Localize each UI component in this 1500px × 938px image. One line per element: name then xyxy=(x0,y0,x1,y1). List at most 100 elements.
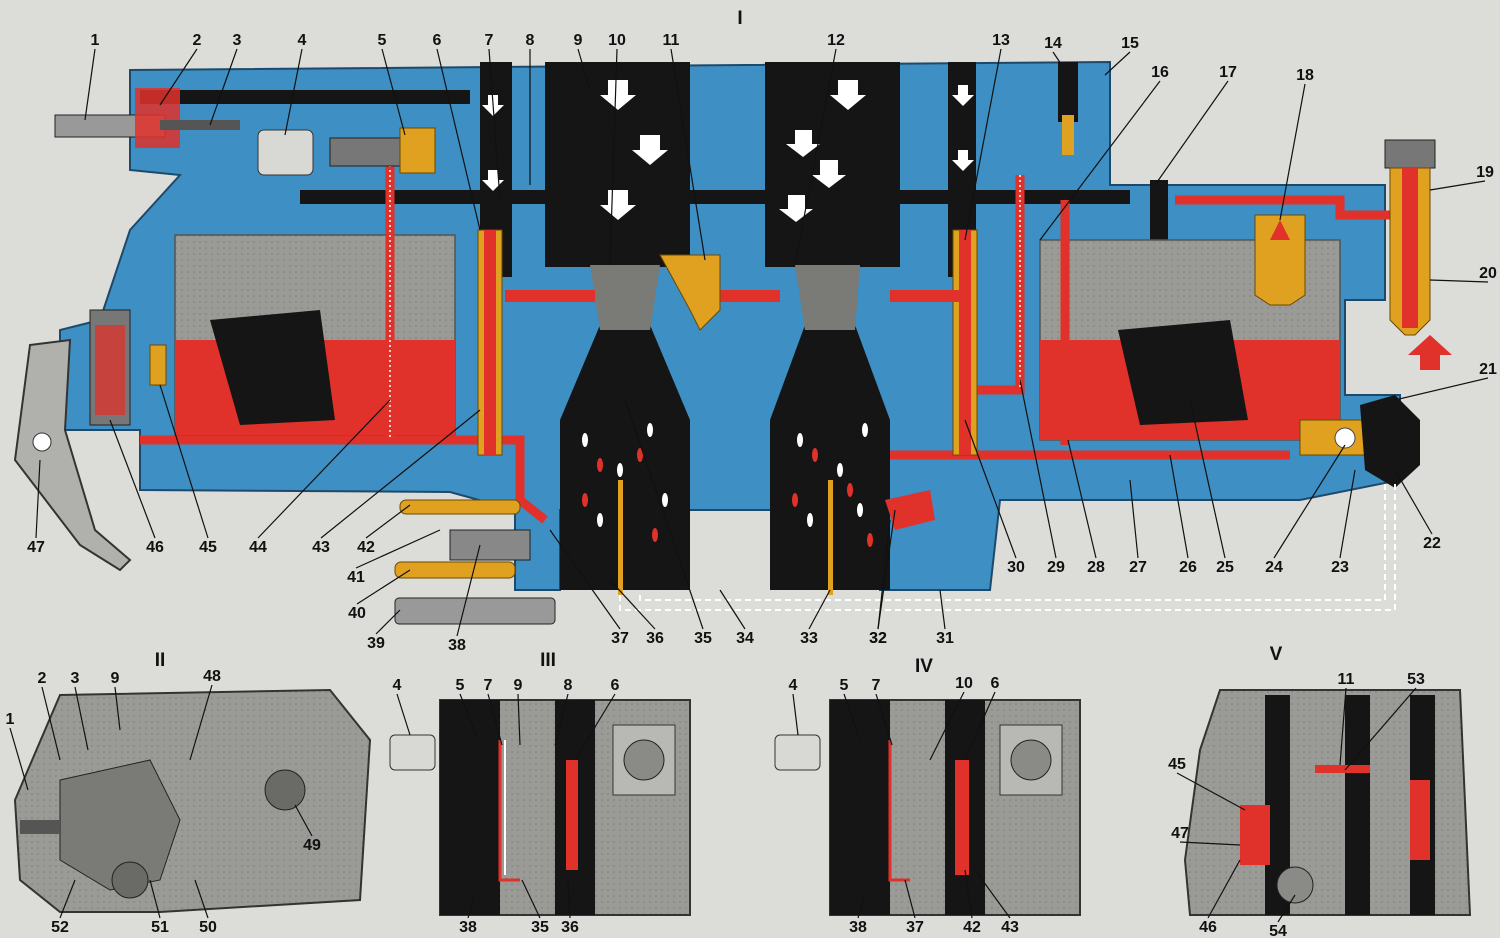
callout-label: 33 xyxy=(800,630,818,647)
leader-line xyxy=(875,693,893,746)
callout-label: 32 xyxy=(869,630,887,647)
callout-label: 13 xyxy=(992,32,1010,49)
leader-line xyxy=(436,48,481,231)
callout-label: 51 xyxy=(151,919,169,936)
leader-line xyxy=(1344,687,1417,771)
leader-line xyxy=(577,48,591,91)
leader-line xyxy=(1104,51,1131,76)
callout-label: 1 xyxy=(91,32,100,49)
leader-lines xyxy=(9,48,1489,923)
callout-label: 53 xyxy=(1407,671,1425,688)
callout-label: 11 xyxy=(663,32,680,49)
leader-line xyxy=(1176,772,1246,811)
leader-line xyxy=(877,509,896,630)
callout-label: I xyxy=(737,8,742,29)
callout-label: 10 xyxy=(608,32,626,49)
callout-label: 45 xyxy=(199,539,217,556)
leader-line xyxy=(159,48,198,106)
idle-solenoid-valve xyxy=(257,129,314,176)
leader-line xyxy=(1019,379,1057,559)
inset-II xyxy=(13,688,372,913)
callout-label: 35 xyxy=(694,630,712,647)
leader-line xyxy=(194,879,209,919)
callout-label: 21 xyxy=(1479,361,1497,378)
primary-venturi xyxy=(560,325,690,590)
leader-line xyxy=(1129,479,1139,559)
callout-label: 27 xyxy=(1129,559,1147,576)
leader-line xyxy=(149,879,161,919)
callout-label: 49 xyxy=(303,837,321,854)
leader-line xyxy=(964,419,1017,559)
callout-label: 46 xyxy=(146,539,164,556)
callout-label: 47 xyxy=(1171,825,1189,842)
accelerator-pump-lever xyxy=(13,338,132,572)
leader-line xyxy=(355,529,441,569)
callout-label: 8 xyxy=(526,32,535,49)
leader-line xyxy=(320,409,481,539)
leader-line xyxy=(1339,469,1356,559)
callout-label: IV xyxy=(915,656,933,677)
leader-line xyxy=(857,894,866,919)
callout-label: 38 xyxy=(849,919,867,936)
leader-line xyxy=(1052,51,1066,71)
leader-line xyxy=(1207,859,1241,919)
callout-label: 19 xyxy=(1476,164,1494,181)
callout-label: 9 xyxy=(574,32,583,49)
callout-label: 36 xyxy=(561,919,579,936)
callout-label: III xyxy=(540,650,556,671)
callout-label: 4 xyxy=(789,677,798,694)
callout-label: 6 xyxy=(991,675,1000,692)
callout-label: 3 xyxy=(233,32,242,49)
callout-label: II xyxy=(155,650,166,671)
leader-line xyxy=(1179,841,1241,846)
leader-line xyxy=(35,459,41,539)
leader-line xyxy=(1339,687,1347,766)
leader-line xyxy=(59,879,76,919)
leader-line xyxy=(670,48,706,261)
leader-line xyxy=(396,693,411,736)
callout-label: 46 xyxy=(1199,919,1217,936)
callout-label: 9 xyxy=(514,677,523,694)
callout-label: 47 xyxy=(27,539,45,556)
leader-line xyxy=(1169,454,1189,559)
leader-line xyxy=(794,48,837,266)
callout-label: 40 xyxy=(348,605,366,622)
callout-label: 30 xyxy=(1007,559,1025,576)
leader-line xyxy=(929,691,965,761)
leader-line xyxy=(456,544,481,637)
leader-line xyxy=(257,399,391,539)
callout-label: 7 xyxy=(872,677,881,694)
callout-label: 38 xyxy=(448,637,466,654)
callout-label: 32 xyxy=(869,630,887,647)
leader-line xyxy=(1394,377,1489,401)
callout-label: 16 xyxy=(1151,64,1169,81)
callout-label: 5 xyxy=(840,677,849,694)
callout-label: 9 xyxy=(111,670,120,687)
callout-label: 43 xyxy=(312,539,330,556)
callout-label: 42 xyxy=(357,539,375,556)
left-float xyxy=(210,310,335,425)
callout-label: 5 xyxy=(378,32,387,49)
leader-line xyxy=(549,529,621,630)
inset-IV xyxy=(774,699,1081,916)
leader-line xyxy=(284,48,303,136)
emulsion-tubes xyxy=(477,229,978,456)
callout-label: 36 xyxy=(646,630,664,647)
leader-line xyxy=(1039,80,1161,241)
leader-line xyxy=(792,693,799,736)
leader-line xyxy=(517,693,521,746)
leader-line xyxy=(567,879,571,919)
leader-line xyxy=(609,48,618,266)
leader-line xyxy=(159,384,209,539)
callout-label: 12 xyxy=(827,32,845,49)
leader-line xyxy=(109,419,156,539)
leader-line xyxy=(1279,83,1306,221)
callout-label: 2 xyxy=(193,32,202,49)
callout-label: 6 xyxy=(433,32,442,49)
leader-line xyxy=(1394,469,1433,535)
right-float xyxy=(1118,320,1248,425)
fuel-inlet-arrow-icon xyxy=(1408,335,1452,370)
leader-line xyxy=(356,569,411,605)
leader-line xyxy=(209,48,238,126)
